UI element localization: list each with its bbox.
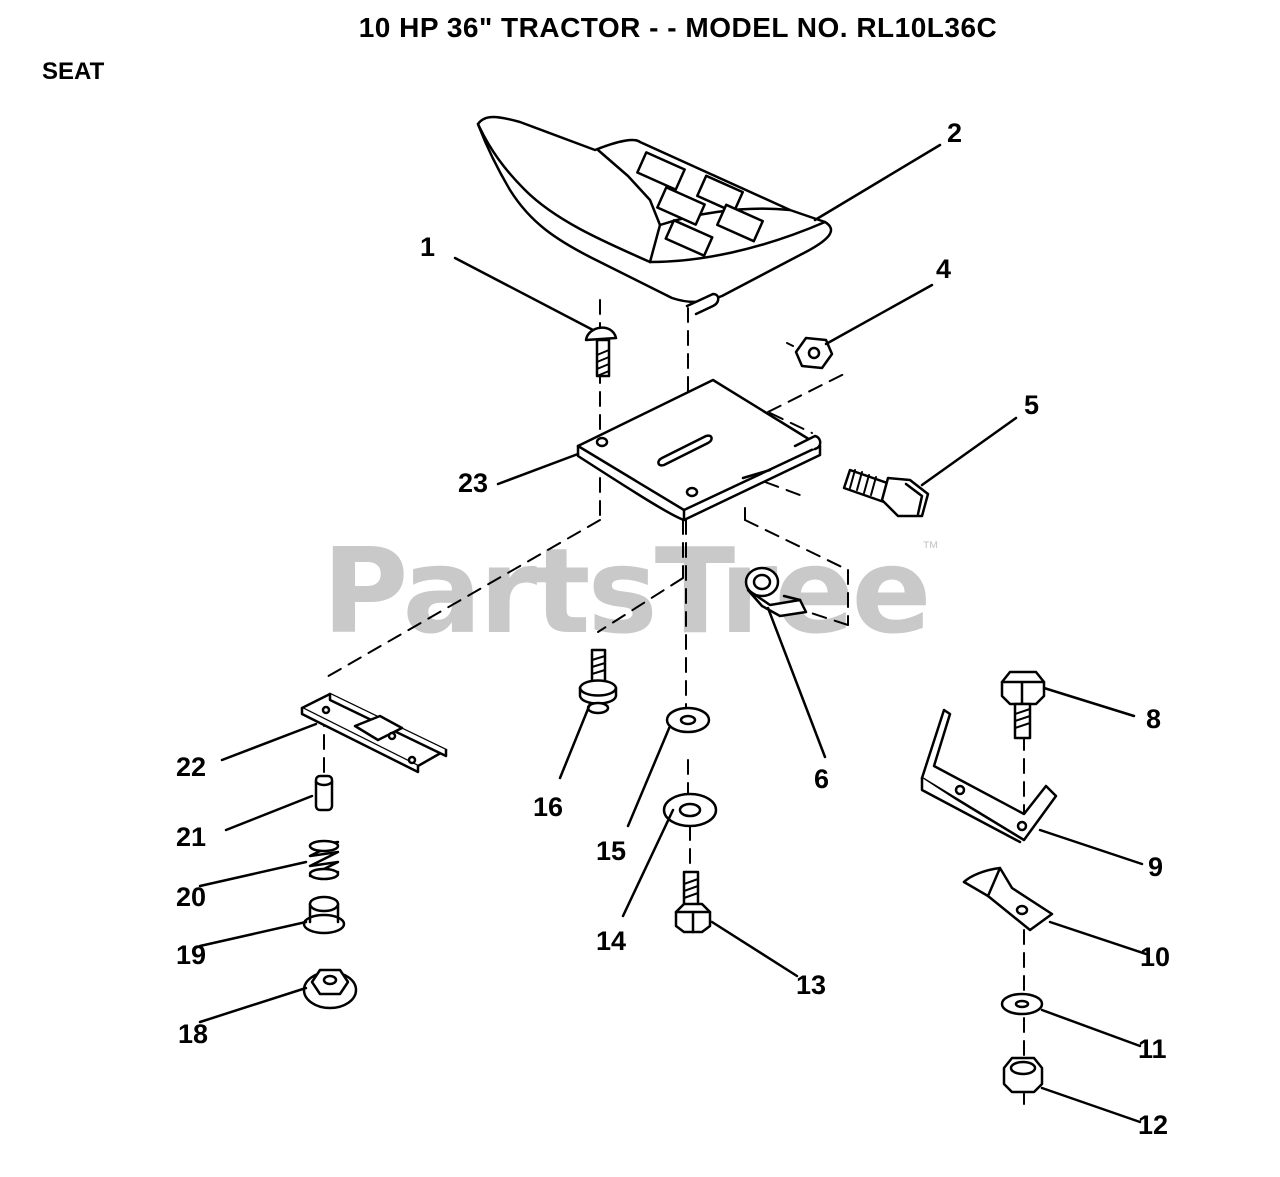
hex-bolt-8-part	[1000, 670, 1046, 740]
watermark-trademark: ™	[922, 538, 939, 557]
callout-2: 2	[947, 118, 963, 148]
callout-6: 6	[814, 764, 830, 794]
shoulder-screw-part	[578, 648, 618, 715]
pin-part	[314, 774, 334, 812]
watermark: PartsTree	[322, 522, 932, 660]
carriage-bolt-part	[584, 326, 618, 378]
seat-pan-part	[576, 292, 822, 522]
section-label: SEAT	[42, 58, 105, 85]
callout-21: 21	[176, 822, 207, 852]
shoulder-bolt-part	[842, 468, 930, 518]
clamp-part	[744, 566, 808, 618]
spacer-part	[302, 895, 346, 935]
callout-16: 16	[533, 792, 564, 822]
hex-nut-part	[794, 336, 834, 370]
callout-1: 1	[420, 232, 436, 262]
bracket-part	[920, 708, 1058, 844]
callout-9: 9	[1148, 852, 1164, 882]
callout-18: 18	[178, 1019, 209, 1049]
leader-lines	[198, 143, 1148, 1124]
callout-15: 15	[596, 836, 627, 866]
spring-plate-part	[962, 866, 1054, 932]
callout-10: 10	[1140, 942, 1171, 972]
hex-bolt-13-part	[674, 870, 712, 934]
flange-nut-part	[302, 968, 358, 1010]
callout-23: 23	[458, 468, 489, 498]
washer-14-part	[662, 792, 718, 828]
seat-part	[476, 115, 833, 304]
callout-20: 20	[176, 882, 207, 912]
callout-12: 12	[1138, 1110, 1169, 1140]
callout-14: 14	[596, 926, 627, 956]
seat-track-part	[300, 692, 448, 774]
callout-11: 11	[1138, 1034, 1167, 1064]
callout-19: 19	[176, 940, 207, 970]
callout-5: 5	[1024, 390, 1040, 420]
spring-part	[308, 839, 340, 881]
lock-nut-part	[1002, 1056, 1044, 1094]
callout-22: 22	[176, 752, 207, 782]
diagram-title: 10 HP 36" TRACTOR - - MODEL NO. RL10L36C	[358, 12, 998, 43]
washer-15-part	[665, 706, 711, 734]
callout-13: 13	[796, 970, 827, 1000]
callout-8: 8	[1146, 704, 1162, 734]
washer-11-part	[1000, 992, 1044, 1016]
callout-4: 4	[936, 254, 952, 284]
